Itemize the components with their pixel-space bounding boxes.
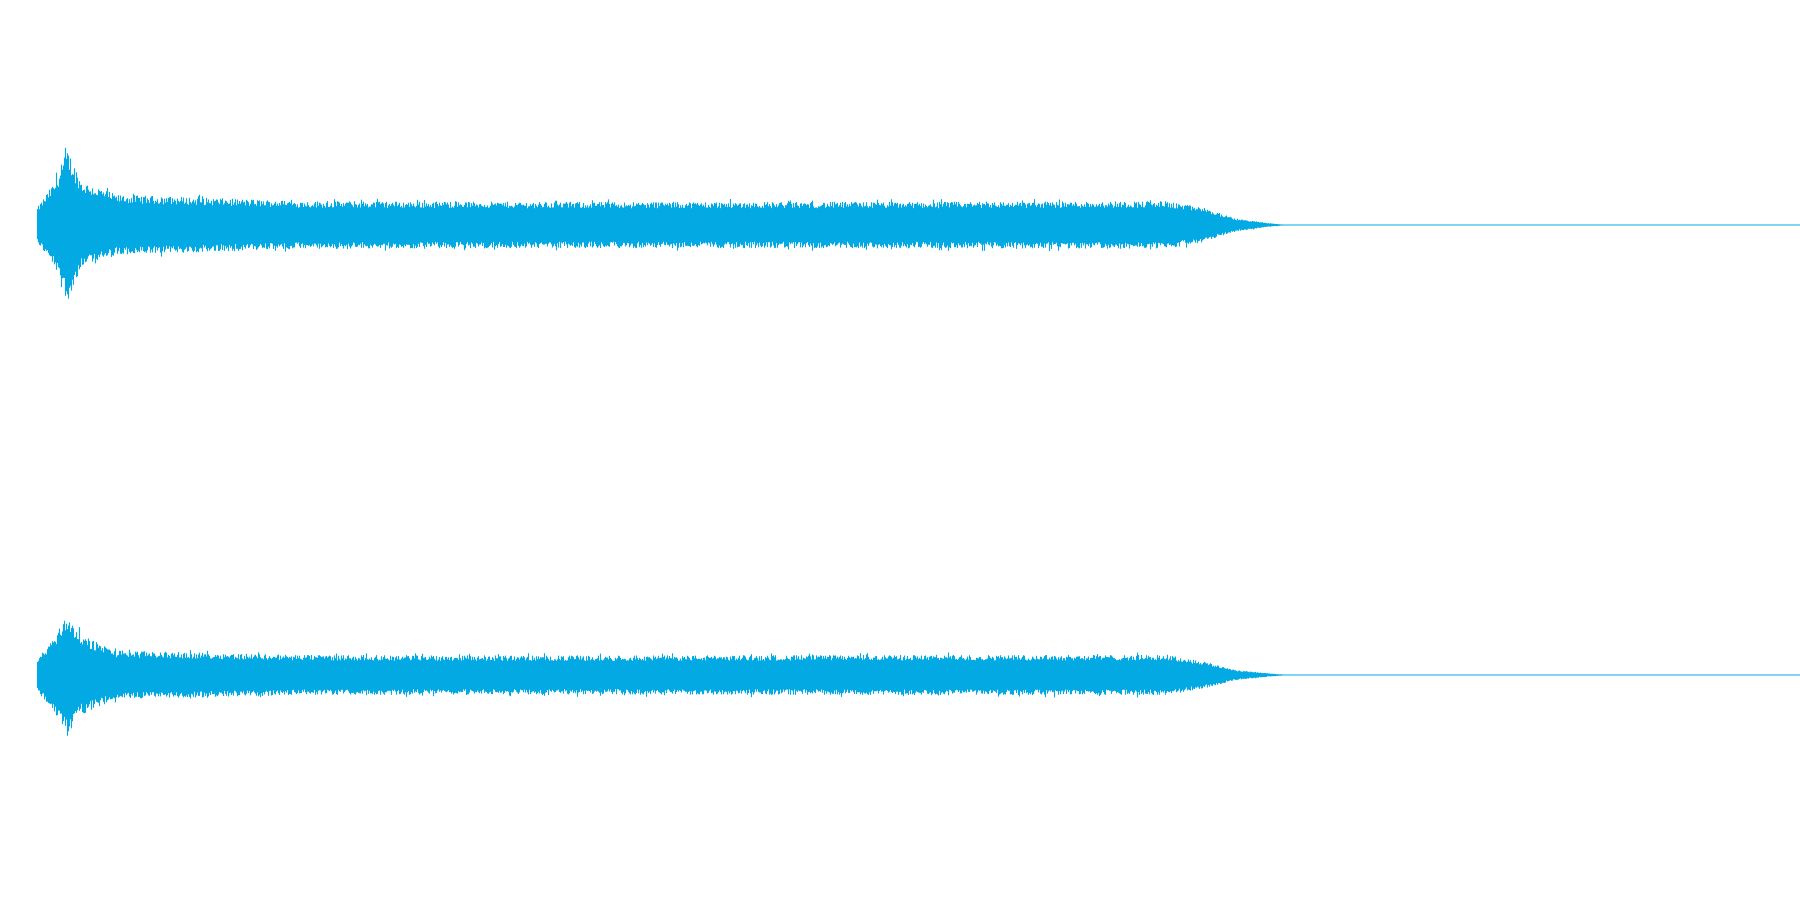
channel-2-signal — [36, 620, 1289, 736]
channel-1-waveform — [36, 147, 1800, 299]
channel-2-waveform — [36, 620, 1800, 736]
channel-1-signal — [36, 147, 1289, 299]
